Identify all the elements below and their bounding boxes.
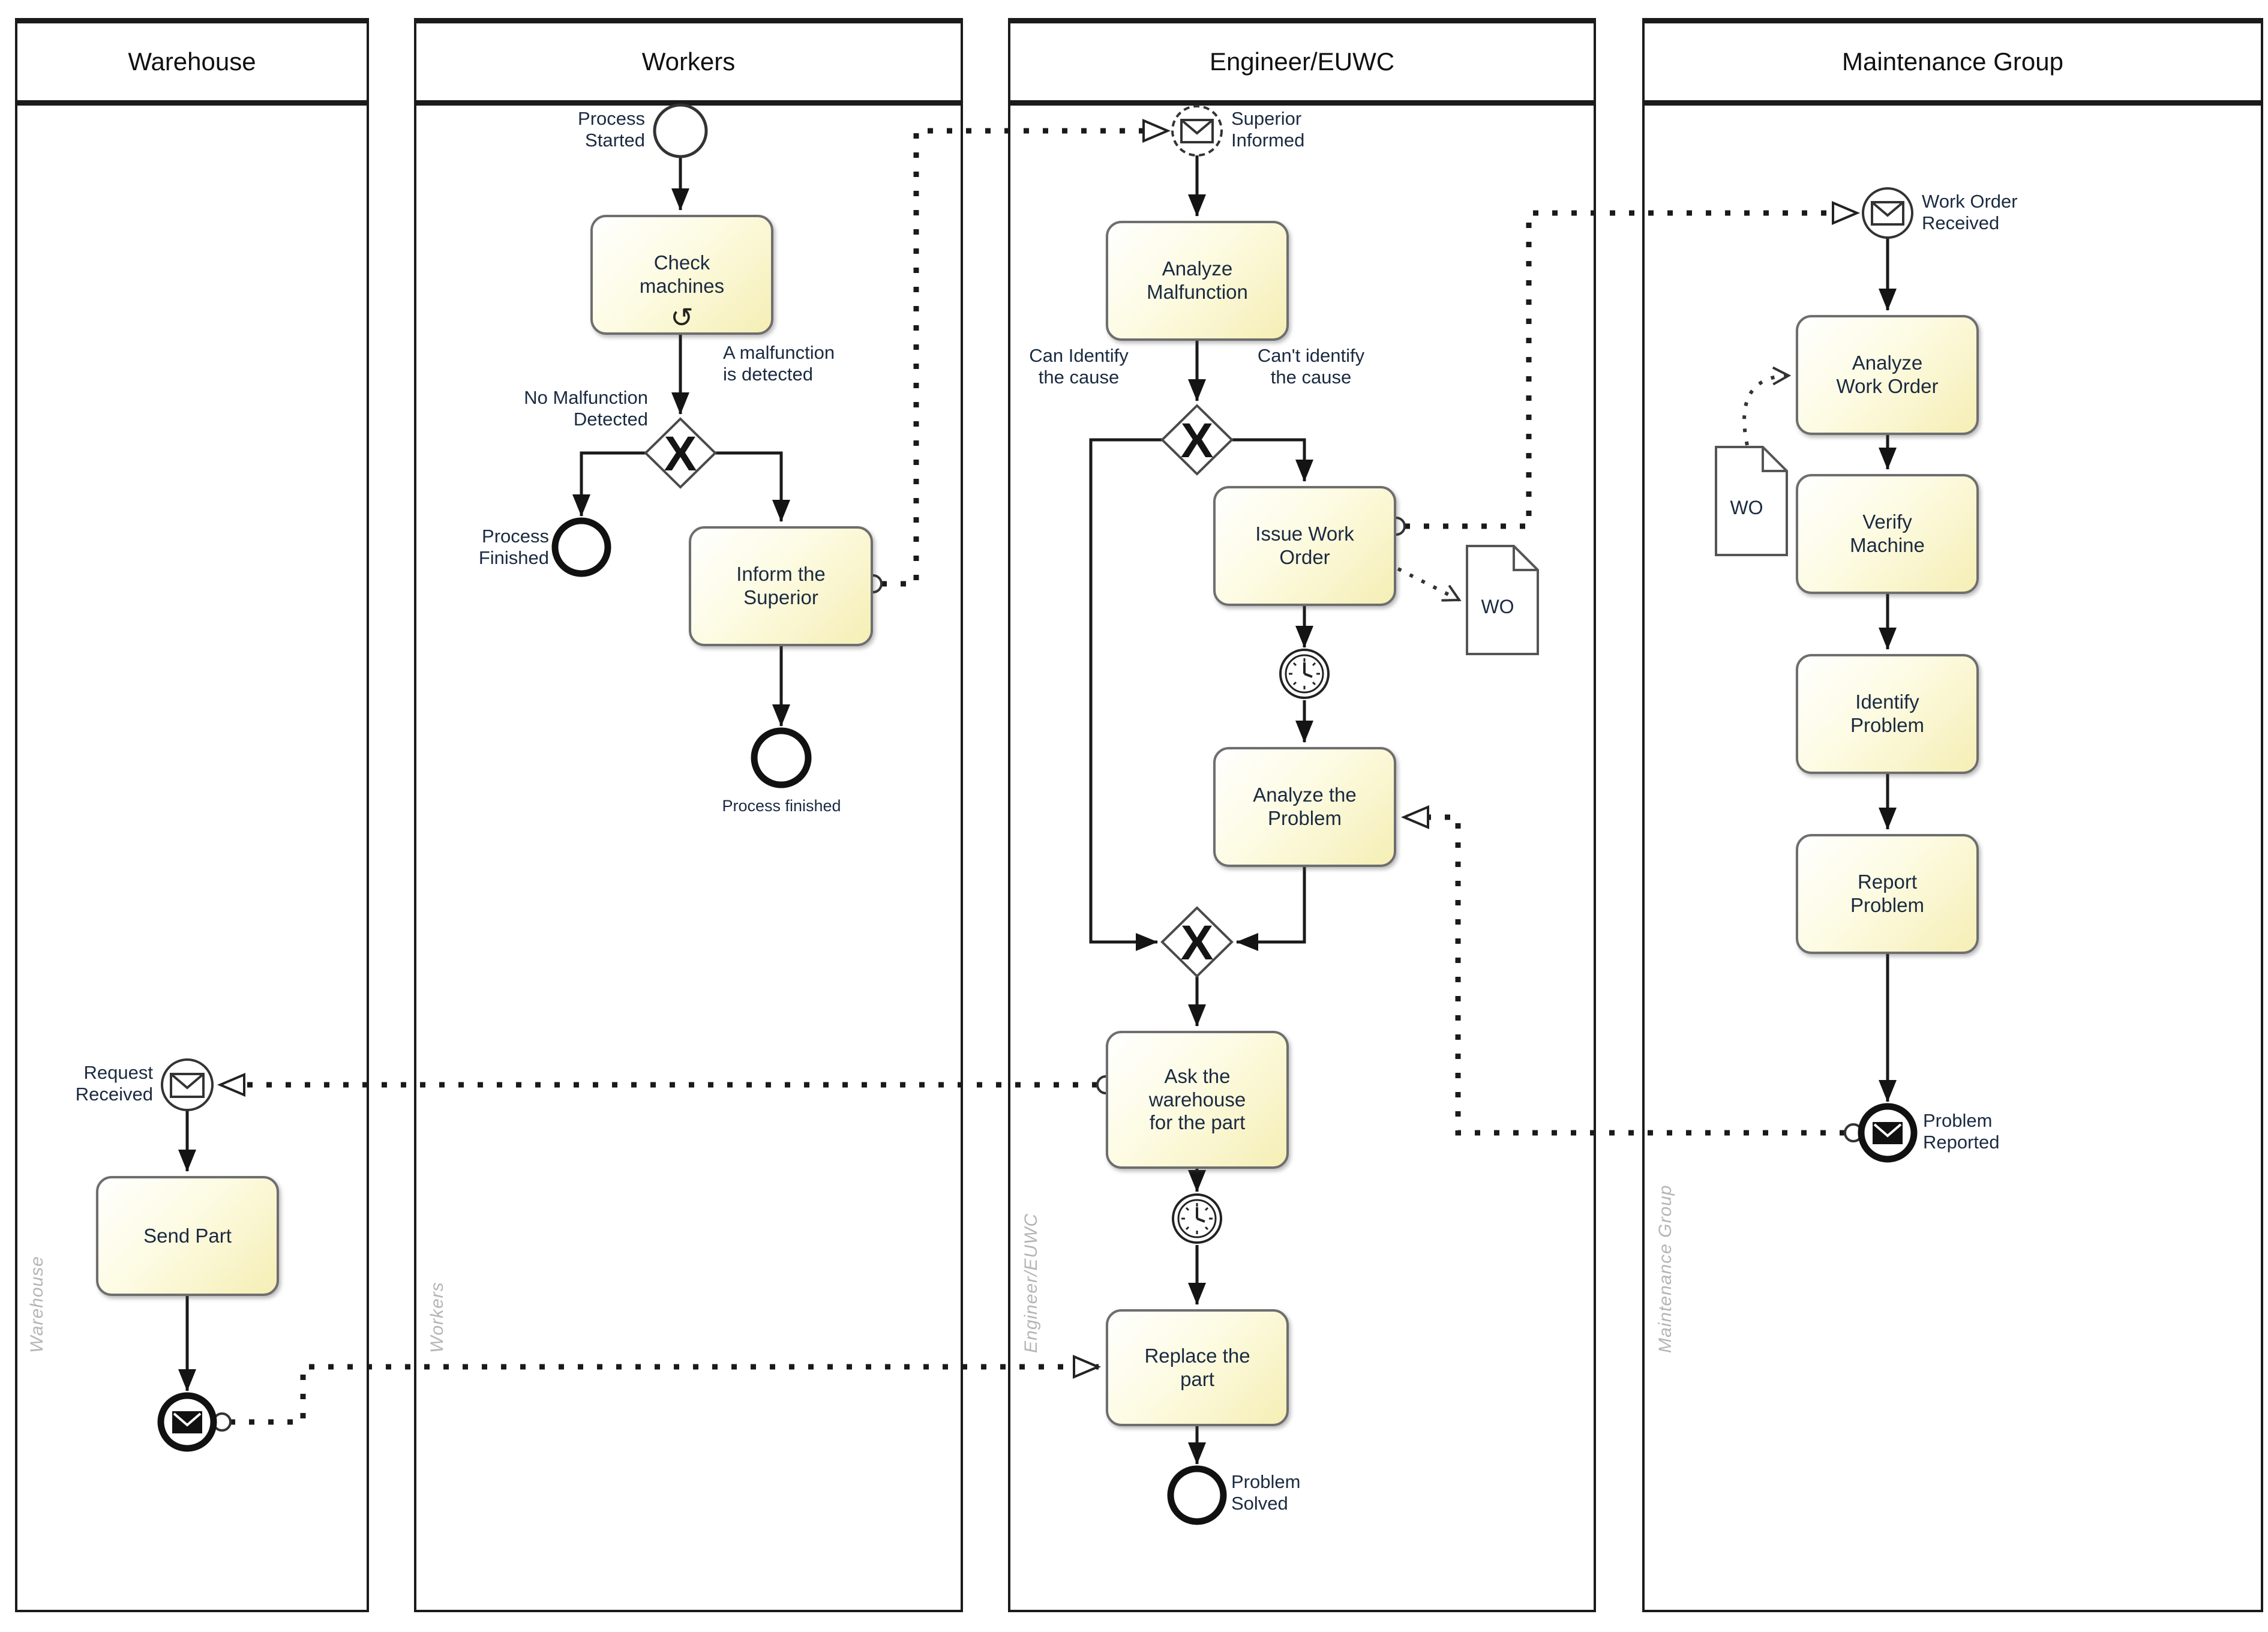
loop-marker-icon: ↺ bbox=[670, 302, 694, 333]
end-event-process-finished-2[interactable] bbox=[751, 727, 812, 788]
task-label: Identify Problem bbox=[1850, 691, 1924, 736]
gateway-x-icon: X bbox=[1181, 413, 1214, 468]
assoc-issue-to-wo bbox=[1397, 567, 1459, 602]
label-process-finished: Process Finished bbox=[478, 526, 549, 568]
lane-warehouse: Warehouse bbox=[15, 18, 369, 1612]
label-can-identify: Can Identify the cause bbox=[1029, 345, 1129, 388]
task-label: Verify Machine bbox=[1850, 511, 1925, 556]
gateway-x-icon: X bbox=[664, 427, 697, 481]
task-replace-part[interactable]: Replace the part bbox=[1106, 1309, 1289, 1426]
task-report-problem[interactable]: Report Problem bbox=[1796, 834, 1979, 954]
start-event-process-started[interactable] bbox=[653, 103, 708, 158]
clock-icon bbox=[1181, 1203, 1213, 1234]
label-process-finished-2: Process finished bbox=[722, 797, 841, 815]
wo-label: WO bbox=[1481, 596, 1514, 617]
task-label: Inform the Superior bbox=[736, 563, 826, 608]
task-ask-warehouse[interactable]: Ask the warehouse for the part bbox=[1106, 1031, 1289, 1169]
task-analyze-work-order[interactable]: Analyze Work Order bbox=[1796, 315, 1979, 435]
message-event-request-received[interactable] bbox=[161, 1058, 214, 1111]
gateway-malfunction-split[interactable]: X bbox=[644, 417, 717, 489]
task-verify-machine[interactable]: Verify Machine bbox=[1796, 474, 1979, 594]
lane-workers-title: Workers bbox=[414, 18, 963, 106]
task-label: Issue Work Order bbox=[1255, 523, 1354, 568]
msg-issue-to-worec bbox=[1405, 200, 1861, 529]
flow-gateway-to-finished bbox=[572, 451, 646, 517]
label-malfunction-detected: A malfunction is detected bbox=[723, 342, 835, 385]
task-check-machines[interactable]: Check machines ↺ bbox=[590, 215, 773, 335]
task-label: Analyze the Problem bbox=[1253, 784, 1357, 829]
clock-icon bbox=[1289, 658, 1320, 689]
gateway-merge[interactable]: X bbox=[1160, 906, 1234, 978]
sequence-flows bbox=[178, 155, 1897, 1465]
document-fold-icon bbox=[1513, 546, 1538, 571]
message-source-markers bbox=[212, 517, 1863, 1432]
lane-warehouse-title: Warehouse bbox=[15, 18, 369, 106]
message-event-work-order-received[interactable] bbox=[1862, 187, 1913, 239]
label-cant-identify: Can't identify the cause bbox=[1257, 345, 1365, 388]
label-work-order-received: Work Order Received bbox=[1922, 191, 2018, 233]
task-identify-problem[interactable]: Identify Problem bbox=[1796, 654, 1979, 774]
label-problem-reported: Problem Reported bbox=[1923, 1110, 2000, 1153]
label-process-started: Process Started bbox=[578, 108, 645, 151]
gateway-x-icon: X bbox=[1181, 916, 1214, 970]
task-label: Check machines bbox=[639, 251, 725, 297]
label-request-received: Request Received bbox=[75, 1062, 153, 1105]
data-object-wo-maintenance[interactable]: WO bbox=[1715, 446, 1788, 556]
msg-reported-to-analyzeproblem bbox=[1400, 805, 1845, 1136]
task-label: Ask the warehouse for the part bbox=[1148, 1064, 1246, 1134]
lane-maintenance: Maintenance Group bbox=[1642, 18, 2263, 1612]
gateways: X X X bbox=[644, 404, 1234, 978]
task-inform-superior[interactable]: Inform the Superior bbox=[689, 526, 873, 646]
label-problem-solved: Problem Solved bbox=[1231, 1471, 1301, 1514]
label-superior-informed: Superior Informed bbox=[1231, 108, 1305, 151]
task-label: Report Problem bbox=[1850, 871, 1924, 916]
task-label: Analyze Work Order bbox=[1836, 352, 1939, 397]
lane-engineer-title: Engineer/EUWC bbox=[1008, 18, 1596, 106]
flow-cant-identify-branch bbox=[1232, 438, 1313, 482]
flow-gateway-to-inform bbox=[715, 451, 790, 522]
end-event-problem-solved[interactable] bbox=[1167, 1465, 1227, 1525]
assoc-wo-to-analyzewo bbox=[1742, 376, 1789, 446]
task-label: Send Part bbox=[143, 1224, 232, 1247]
label-no-malfunction: No Malfunction Detected bbox=[524, 387, 648, 430]
end-event-process-finished[interactable] bbox=[551, 517, 611, 577]
lane-maintenance-title: Maintenance Group bbox=[1642, 18, 2263, 106]
task-analyze-problem[interactable]: Analyze the Problem bbox=[1213, 747, 1396, 867]
flow-can-identify-branch bbox=[1089, 438, 1162, 951]
timer-event-2[interactable] bbox=[1172, 1193, 1222, 1244]
task-send-part[interactable]: Send Part bbox=[96, 1176, 279, 1296]
message-flows bbox=[217, 118, 1861, 1425]
wo-label: WO bbox=[1730, 497, 1763, 518]
gateway-cause-split[interactable]: X bbox=[1160, 404, 1234, 476]
msg-sendpart-to-replace bbox=[230, 1354, 1102, 1425]
message-end-event-problem-reported[interactable] bbox=[1858, 1103, 1918, 1163]
task-label: Analyze Malfunction bbox=[1147, 257, 1248, 303]
message-event-superior-informed[interactable] bbox=[1171, 105, 1223, 157]
task-analyze-malfunction[interactable]: Analyze Malfunction bbox=[1106, 221, 1289, 341]
message-end-event-part-sent[interactable] bbox=[157, 1392, 217, 1452]
document-fold-icon bbox=[1762, 447, 1787, 472]
data-associations bbox=[1397, 376, 1789, 602]
data-object-wo-engineer[interactable]: WO bbox=[1466, 545, 1539, 655]
flow-analyzeproblem-to-merge bbox=[1236, 867, 1306, 951]
timer-event-1[interactable] bbox=[1279, 649, 1330, 699]
task-label: Replace the part bbox=[1144, 1344, 1250, 1390]
task-issue-work-order[interactable]: Issue Work Order bbox=[1213, 486, 1396, 606]
